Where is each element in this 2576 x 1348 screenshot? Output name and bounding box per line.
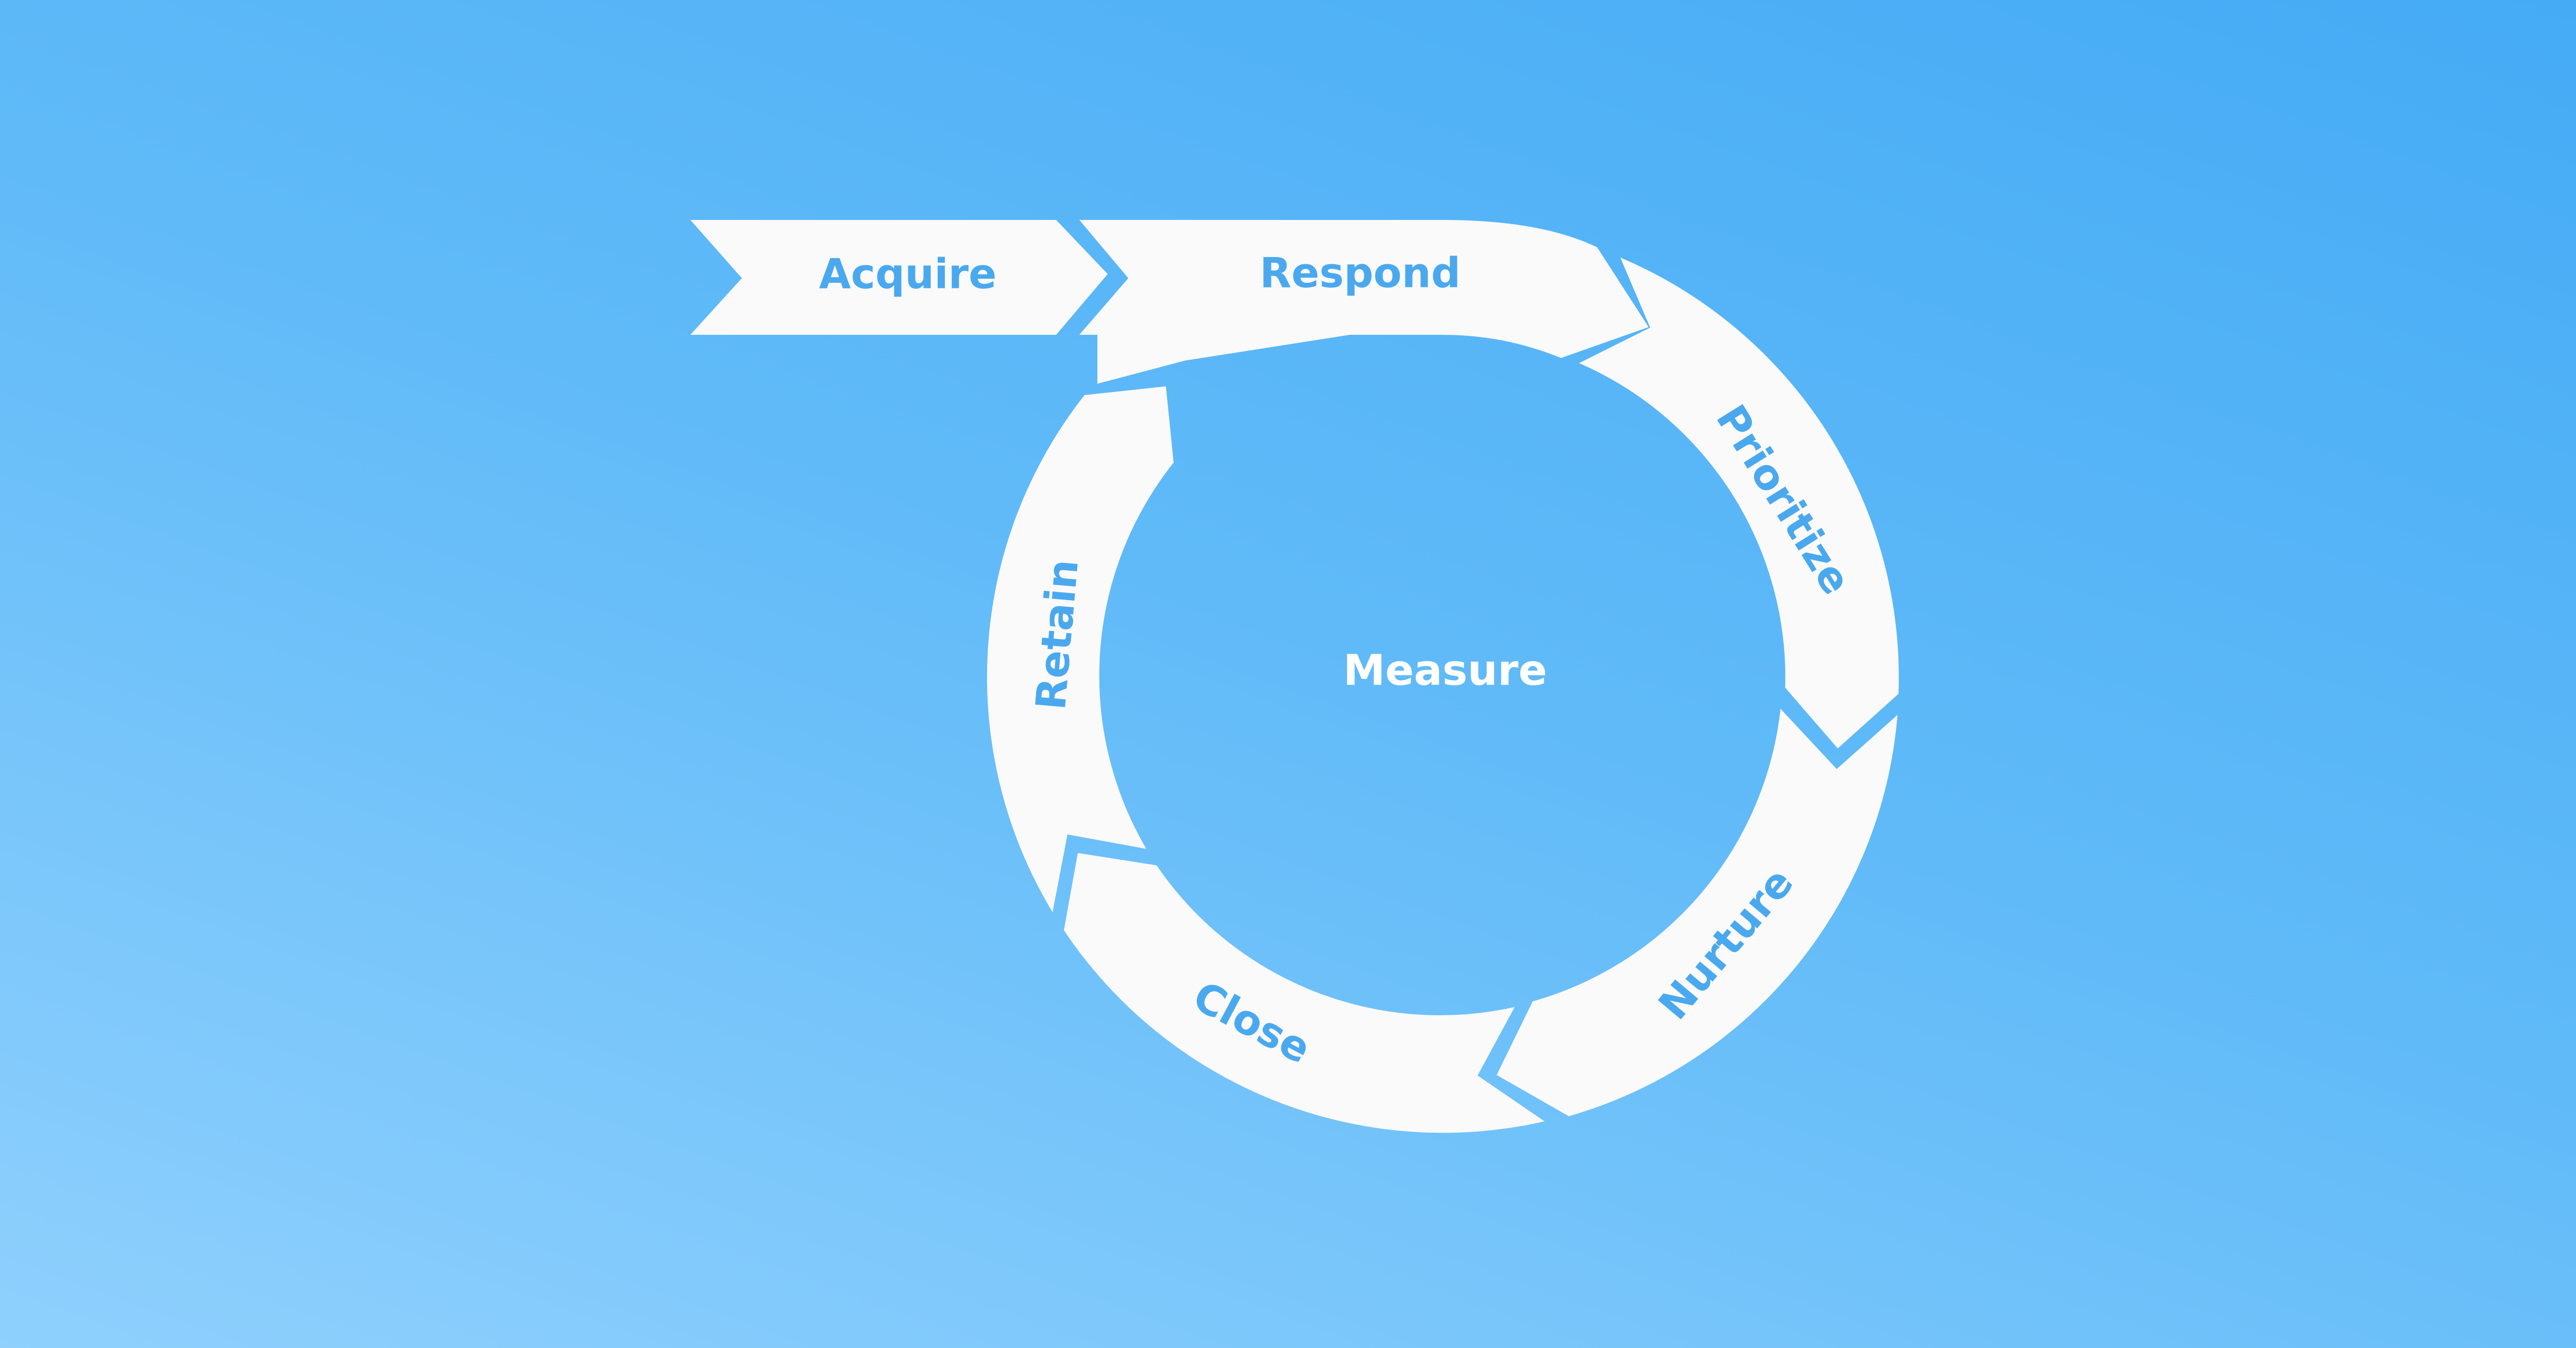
respond-tail-fill	[1097, 335, 1350, 384]
retain-segment	[987, 386, 1174, 912]
prioritize-segment	[1579, 258, 1899, 748]
acquire-chevron	[690, 220, 1108, 335]
respond-segment	[1079, 220, 1649, 358]
measure-label: Measure	[1343, 646, 1547, 695]
acquire-label: Acquire	[819, 250, 997, 298]
nurture-segment	[1497, 709, 1897, 1116]
close-segment	[1064, 853, 1545, 1133]
respond-label: Respond	[1260, 249, 1461, 297]
